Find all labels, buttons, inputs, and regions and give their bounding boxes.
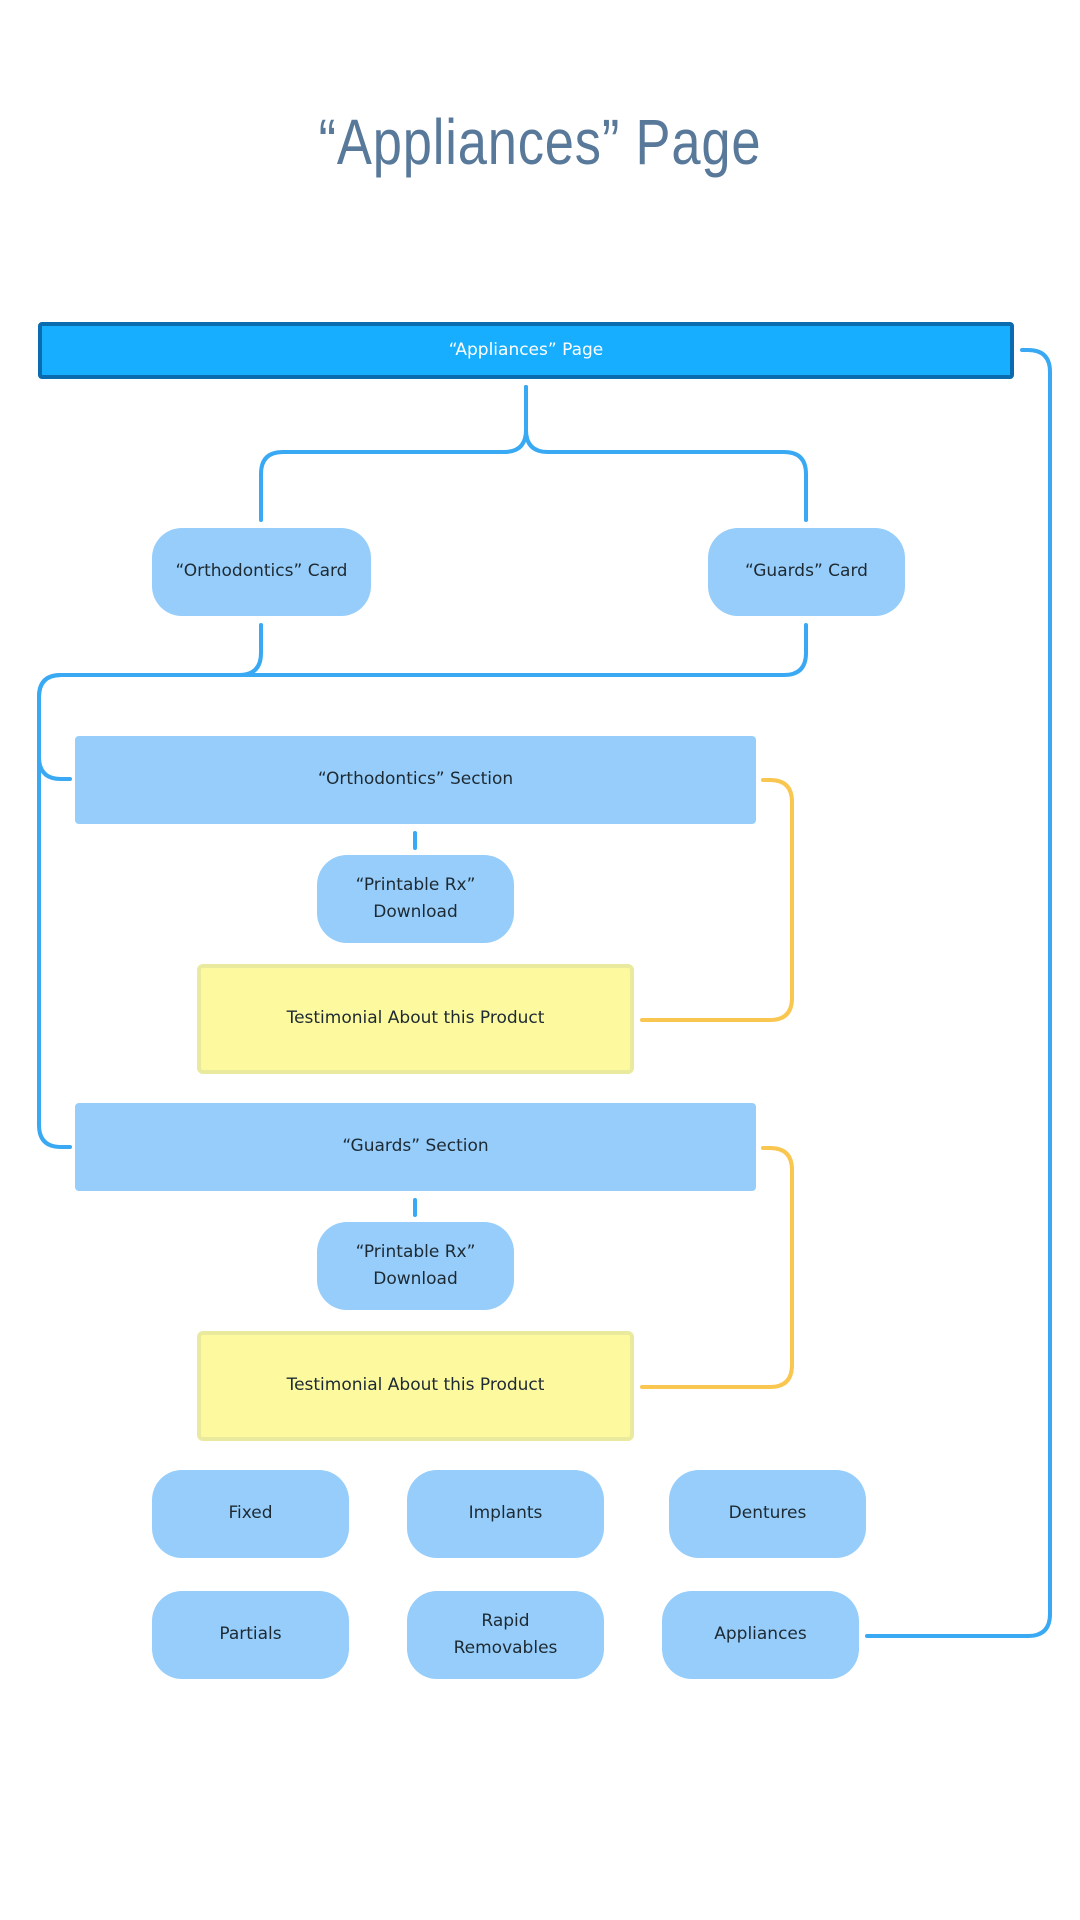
- printable-rx-download-node-1: “Printable Rx” Download: [317, 855, 514, 943]
- implants-node: Implants: [407, 1470, 604, 1558]
- appliances-page-root-node: “Appliances” Page: [38, 322, 1014, 379]
- partials-node: Partials: [152, 1591, 349, 1679]
- guards-section-node: “Guards” Section: [75, 1103, 756, 1191]
- fixed-node: Fixed: [152, 1470, 349, 1558]
- dentures-node: Dentures: [669, 1470, 866, 1558]
- connector-testimonial-1-to-orthodontics-section: [640, 778, 794, 1022]
- testimonial-node-2: Testimonial About this Product: [197, 1331, 634, 1441]
- guards-card-node: “Guards” Card: [708, 528, 905, 616]
- appliances-node: Appliances: [662, 1591, 859, 1679]
- printable-rx-download-node-2: “Printable Rx” Download: [317, 1222, 514, 1310]
- connector-appliances-to-root: [865, 348, 1052, 1638]
- diagram-title: “Appliances” Page: [318, 106, 762, 178]
- rapid-removables-node: Rapid Removables: [407, 1591, 604, 1679]
- orthodontics-section-node: “Orthodontics” Section: [75, 736, 756, 824]
- connector-testimonial-2-to-guards-section: [640, 1146, 794, 1389]
- connector-guards-card-to-section: [37, 623, 808, 1149]
- testimonial-node-1: Testimonial About this Product: [197, 964, 634, 1074]
- connector-root-to-orthodontics-card: [259, 385, 528, 522]
- connector-root-to-guards-card: [524, 385, 808, 522]
- orthodontics-card-node: “Orthodontics” Card: [152, 528, 371, 616]
